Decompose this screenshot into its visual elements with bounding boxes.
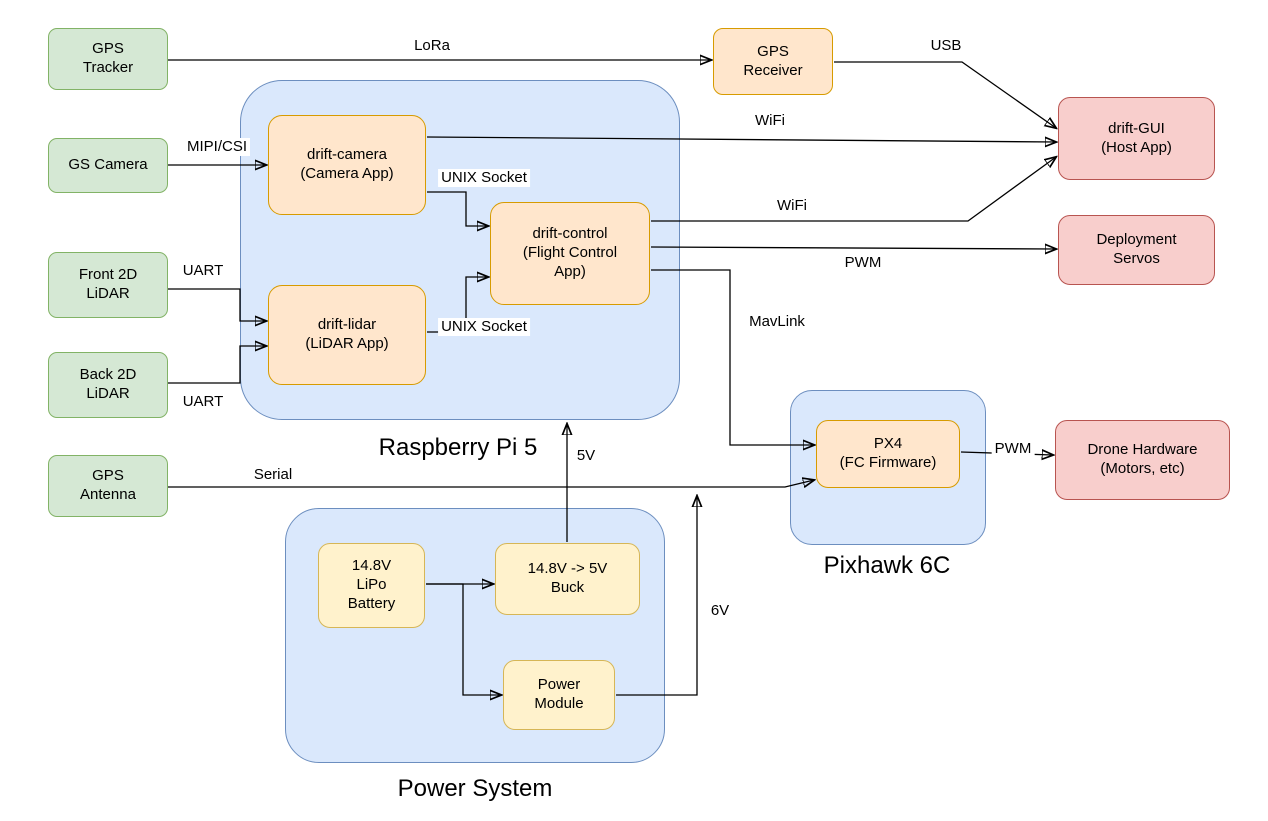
- node-drone-hardware: Drone Hardware (Motors, etc): [1055, 420, 1230, 500]
- edge-label-lora: LoRa: [411, 37, 453, 55]
- node-drift-lidar-label: drift-lidar (LiDAR App): [305, 316, 389, 352]
- edge-pwm-servos: [650, 247, 1056, 249]
- edge-label-wifi-control: WiFi: [774, 197, 810, 215]
- node-back-lidar: Back 2D LiDAR: [48, 352, 168, 418]
- container-label-raspberry-pi: Raspberry Pi 5: [378, 434, 538, 461]
- node-gps-receiver-label: GPS Receiver: [743, 42, 803, 79]
- node-back-lidar-label: Back 2D LiDAR: [79, 366, 137, 402]
- node-power-module: Power Module: [503, 660, 615, 730]
- node-deployment-servos: Deployment Servos: [1058, 215, 1215, 285]
- node-px4: PX4 (FC Firmware): [816, 420, 960, 488]
- edge-label-unix-socket-camera: UNIX Socket: [438, 169, 530, 187]
- edge-wifi-control: [651, 157, 1056, 222]
- node-drift-camera-label: drift-camera (Camera App): [300, 146, 394, 182]
- edge-label-pwm-drone: PWM: [991, 440, 1035, 458]
- edge-label-serial: Serial: [250, 466, 296, 484]
- edge-label-uart-front: UART: [179, 262, 227, 280]
- node-buck-converter-label: 14.8V -> 5V Buck: [527, 560, 608, 596]
- node-buck-converter: 14.8V -> 5V Buck: [495, 543, 640, 615]
- edge-label-unix-socket-lidar: UNIX Socket: [438, 318, 530, 336]
- node-drift-camera: drift-camera (Camera App): [268, 115, 426, 215]
- edge-label-usb: USB: [927, 37, 965, 55]
- node-drift-lidar: drift-lidar (LiDAR App): [268, 285, 426, 385]
- container-label-power-system: Power System: [397, 775, 553, 802]
- node-gs-camera-label: GS Camera: [68, 156, 148, 174]
- edge-label-6v: 6V: [707, 602, 733, 620]
- node-drift-control: drift-control (Flight Control App): [490, 202, 650, 305]
- edge-usb: [834, 61, 1056, 128]
- edge-label-mavlink: MavLink: [746, 313, 808, 331]
- node-px4-label: PX4 (FC Firmware): [839, 435, 937, 471]
- node-lipo-battery-label: 14.8V LiPo Battery: [347, 557, 396, 612]
- edge-label-5v: 5V: [573, 447, 599, 465]
- node-drift-gui-label: drift-GUI (Host App): [1101, 119, 1172, 156]
- edge-label-uart-back: UART: [179, 393, 227, 411]
- edge-label-wifi-camera: WiFi: [752, 112, 788, 130]
- edge-label-mipi-csi: MIPI/CSI: [183, 138, 251, 156]
- node-front-lidar-label: Front 2D LiDAR: [78, 266, 138, 302]
- node-lipo-battery: 14.8V LiPo Battery: [318, 543, 425, 628]
- node-gps-antenna: GPS Antenna: [48, 455, 168, 517]
- node-gps-receiver: GPS Receiver: [713, 28, 833, 95]
- node-power-module-label: Power Module: [534, 676, 584, 712]
- edge-label-pwm-servos: PWM: [841, 254, 885, 272]
- node-gps-tracker: GPS Tracker: [48, 28, 168, 90]
- node-drift-control-label: drift-control (Flight Control App): [522, 225, 618, 280]
- node-drift-gui: drift-GUI (Host App): [1058, 97, 1215, 180]
- node-gps-antenna-label: GPS Antenna: [80, 467, 136, 503]
- node-gps-tracker-label: GPS Tracker: [82, 40, 134, 76]
- node-deployment-servos-label: Deployment Servos: [1096, 231, 1177, 267]
- container-label-pixhawk: Pixhawk 6C: [823, 552, 951, 579]
- node-gs-camera: GS Camera: [48, 138, 168, 193]
- node-front-lidar: Front 2D LiDAR: [48, 252, 168, 318]
- node-drone-hardware-label: Drone Hardware (Motors, etc): [1087, 441, 1198, 477]
